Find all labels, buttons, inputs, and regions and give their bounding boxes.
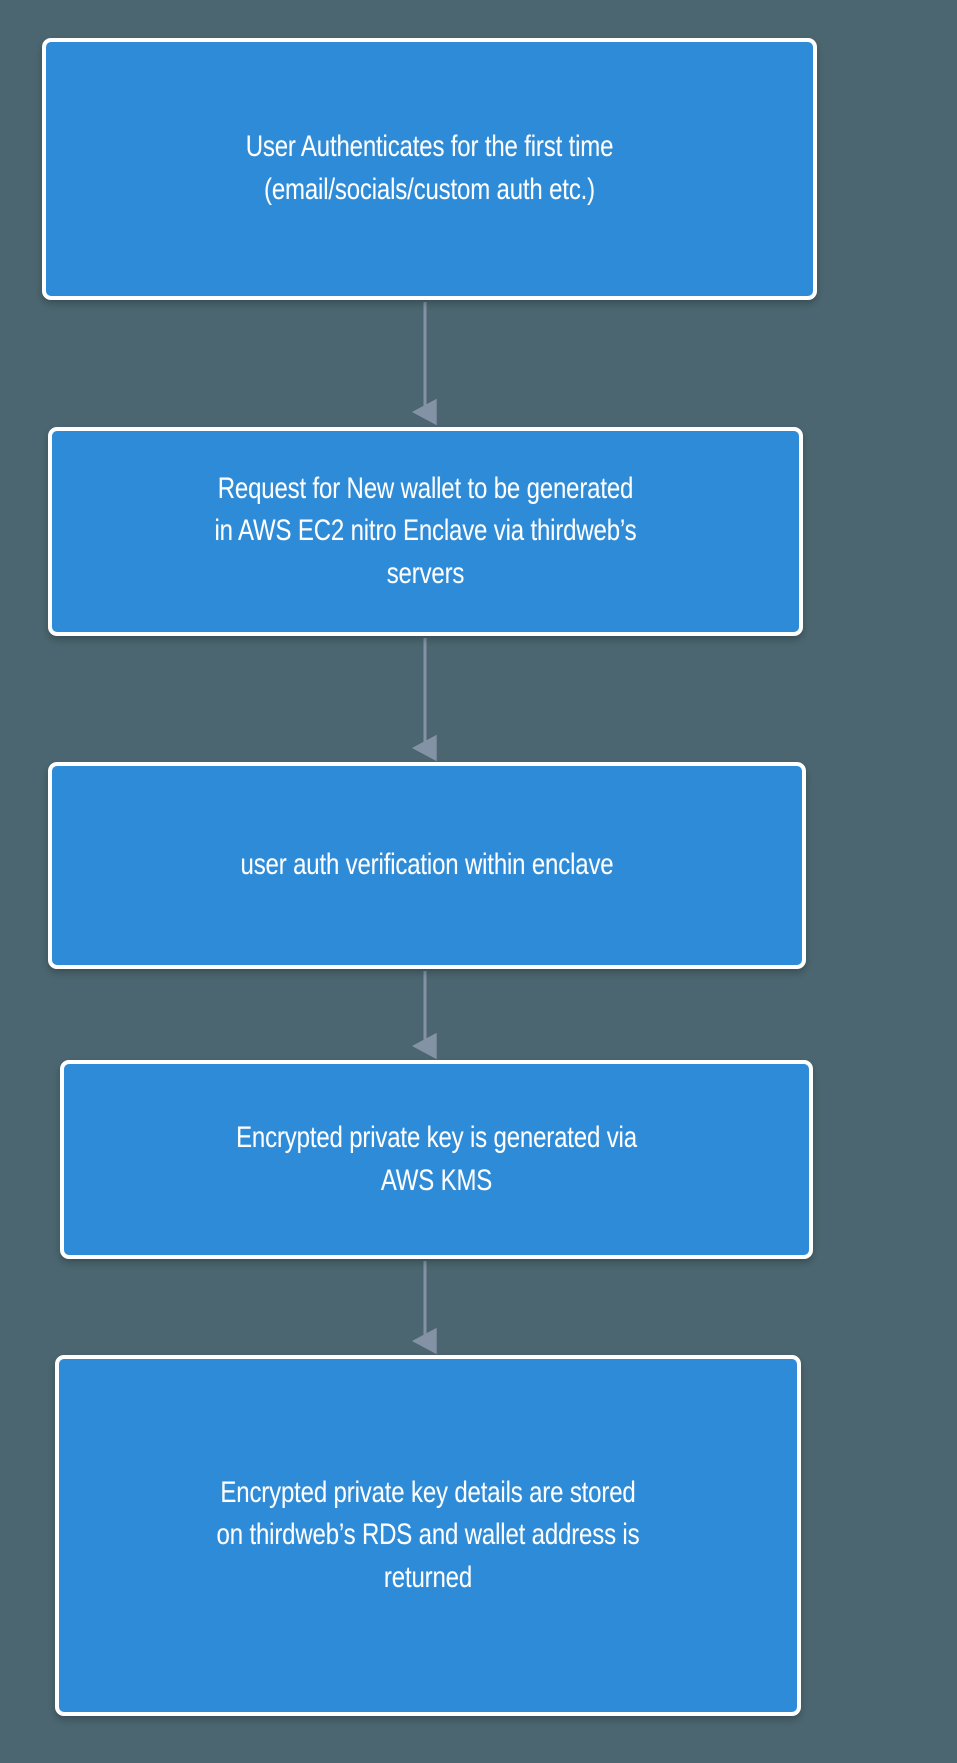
flow-node-encrypted-key-generated[interactable]: Encrypted private key is generated via A… [60, 1060, 813, 1259]
flow-node-user-authenticates[interactable]: User Authenticates for the first time (e… [42, 38, 817, 300]
flow-node-user-auth-verification[interactable]: user auth verification within enclave [48, 762, 806, 969]
flow-node-request-new-wallet[interactable]: Request for New wallet to be generated i… [48, 427, 803, 636]
flow-node-label: Request for New wallet to be generated i… [214, 471, 637, 590]
flow-node-label: Encrypted private key is generated via A… [236, 1120, 637, 1197]
flow-node-label: User Authenticates for the first time (e… [245, 130, 614, 206]
flow-node-key-details-stored[interactable]: Encrypted private key details are stored… [55, 1355, 801, 1716]
flow-node-label: user auth verification within enclave [240, 848, 614, 882]
flow-node-label: Encrypted private key details are stored… [216, 1475, 640, 1594]
